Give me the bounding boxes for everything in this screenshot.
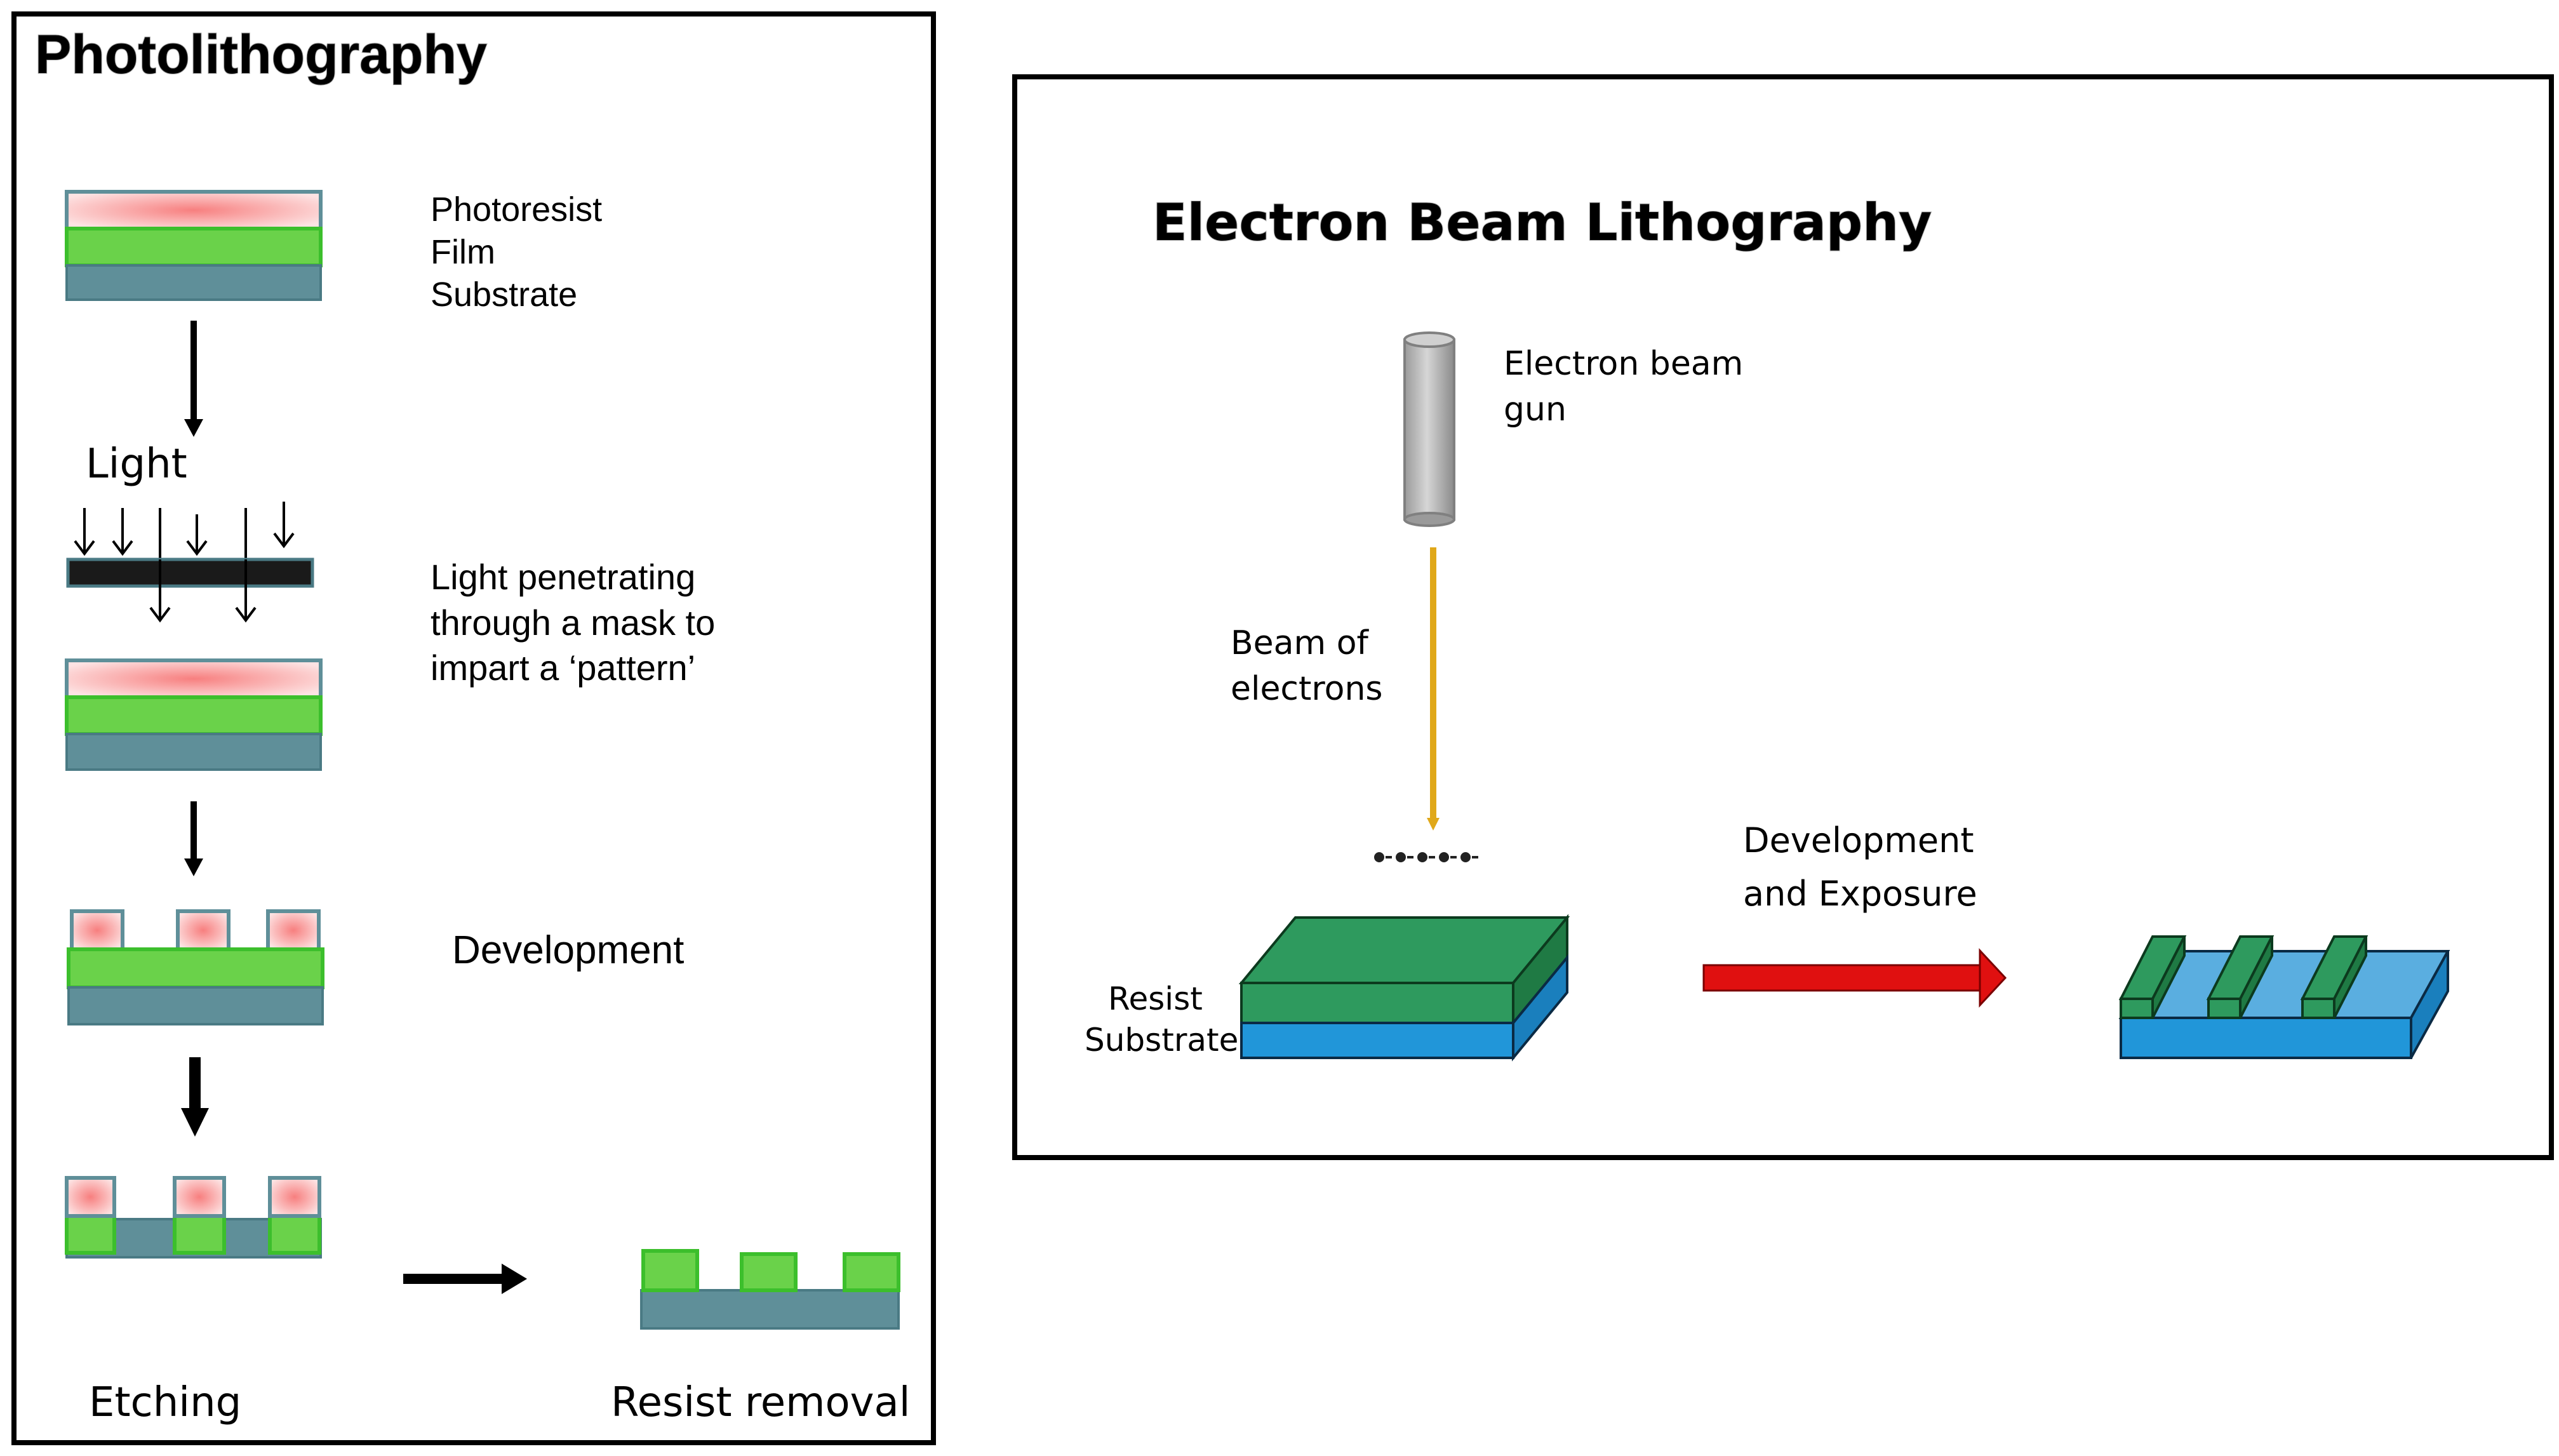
light-through-mask (159, 559, 247, 619)
light-label: Light (86, 441, 187, 488)
photoresist-label: Photoresist (431, 190, 602, 229)
down-arrow-head (181, 1108, 209, 1137)
patterned-result-block (2118, 935, 2450, 1059)
mask-caption-line1: Light penetrating (431, 557, 695, 597)
photolithography-title: Photolithography (35, 24, 487, 85)
down-arrow-head (184, 419, 203, 437)
right-arrow-head (502, 1264, 527, 1294)
layer-stack-developed (67, 909, 324, 1025)
substrate-layer (65, 264, 322, 301)
down-arrow (189, 1057, 201, 1113)
gun-label-line2: gun (1504, 391, 1567, 429)
photolithography-panel: Photolithography Photoresist Film Substr… (11, 11, 936, 1445)
substrate-label: Substrate (1085, 1022, 1238, 1059)
layer-stack-initial (65, 190, 323, 301)
down-arrow-head (184, 858, 203, 876)
beam-label-line2: electrons (1231, 670, 1383, 708)
gun-label-line1: Electron beam (1504, 345, 1743, 383)
mask (66, 558, 314, 588)
process-arrow-icon (1702, 948, 2007, 1008)
mask-caption-line3: impart a ‘pattern’ (431, 648, 695, 688)
ebl-panel: Electron Beam Lithography Electron beam … (1012, 74, 2554, 1160)
ebl-title: Electron Beam Lithography (1153, 193, 1932, 252)
electron-beam-head (1427, 818, 1440, 831)
resist-removal-label: Resist removal (611, 1379, 911, 1426)
resist-label: Resist (1108, 980, 1203, 1017)
layer-stack-exposed (65, 658, 323, 771)
electron-gun-icon (1403, 331, 1455, 527)
film-layer (65, 227, 323, 267)
etching-label: Etching (89, 1379, 241, 1426)
beam-label-line1: Beam of (1231, 624, 1370, 662)
development-label: Development (452, 928, 684, 972)
substrate-label: Substrate (431, 276, 577, 314)
process-label-line2: and Exposure (1743, 874, 1977, 914)
photoresist-layer (65, 190, 323, 230)
right-arrow (403, 1274, 505, 1284)
layer-stack-resist-removed (640, 1249, 900, 1330)
film-label: Film (431, 233, 495, 271)
process-label-line1: Development (1743, 820, 1974, 860)
resist-substrate-block (1238, 914, 1570, 1062)
mask-caption-line2: through a mask to (431, 603, 715, 643)
layer-stack-etched (65, 1176, 322, 1259)
electrons (1374, 852, 1478, 862)
